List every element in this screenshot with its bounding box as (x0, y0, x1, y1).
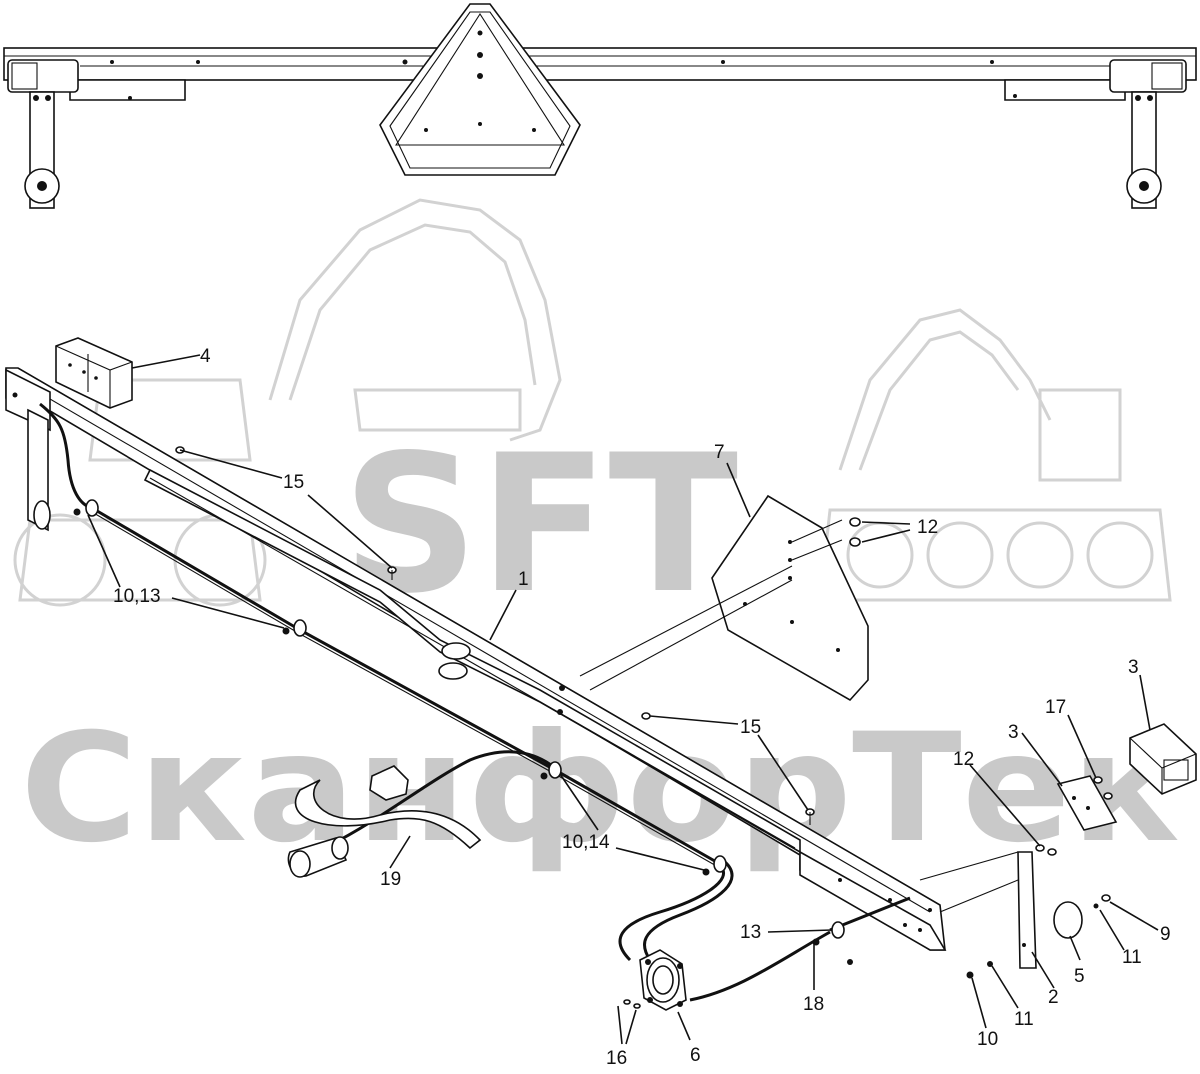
callout-1: 1 (518, 569, 529, 590)
callout-7: 7 (714, 442, 725, 463)
rear-view-assembly (3, 3, 1197, 209)
rear-view-beam (3, 47, 1197, 81)
callout-9: 9 (1160, 924, 1171, 945)
rear-view-flange-left (69, 79, 186, 101)
watermark-excavator-right (818, 308, 1172, 602)
callout-13: 13 (740, 922, 761, 943)
callout-12-lower: 12 (953, 749, 974, 770)
callout-10-14: 10,14 (562, 832, 610, 853)
smv-plate (579, 494, 869, 702)
tractor-plug (287, 765, 482, 878)
rear-lamp-left (55, 337, 133, 409)
callout-10-13: 10,13 (113, 586, 161, 607)
callout-11-left: 11 (1014, 1009, 1034, 1030)
rear-view-smv-sign (379, 3, 581, 176)
right-rear-lamp (1129, 723, 1197, 795)
callout-12-upper: 12 (917, 517, 938, 538)
bolts-smv (849, 517, 861, 547)
reflector (966, 894, 1111, 979)
callout-17: 17 (1045, 697, 1066, 718)
callout-3-right: 3 (1128, 657, 1139, 678)
watermark: SFT СканфорТек (13, 198, 1180, 876)
callout-15-lower: 15 (740, 717, 761, 738)
callout-5: 5 (1074, 966, 1085, 987)
leader-lines (87, 354, 1159, 1045)
callout-19: 19 (380, 869, 401, 890)
callout-6: 6 (690, 1045, 701, 1066)
rear-view-lamp-right (1109, 59, 1187, 93)
callout-2: 2 (1048, 987, 1059, 1008)
callout-16: 16 (606, 1048, 627, 1069)
rear-view-lamp-left (7, 59, 79, 93)
watermark-excavator-left (13, 198, 562, 607)
junction-box (623, 949, 687, 1011)
callouts: 4 15 7 12 1 10,13 15 3 3 17 12 10,14 19 … (113, 346, 1171, 1069)
rear-view-flange-right (1004, 79, 1126, 101)
right-lamp-bracket (1056, 775, 1118, 831)
callout-11-right: 11 (1122, 947, 1142, 968)
exploded-assembly (5, 337, 1197, 1011)
callout-4: 4 (200, 346, 211, 367)
callout-10: 10 (977, 1029, 998, 1050)
callout-18: 18 (803, 994, 824, 1015)
callout-15-upper: 15 (283, 472, 304, 493)
callout-3-bracket: 3 (1008, 722, 1019, 743)
reflector-post (919, 844, 1057, 969)
main-beam (5, 367, 947, 951)
